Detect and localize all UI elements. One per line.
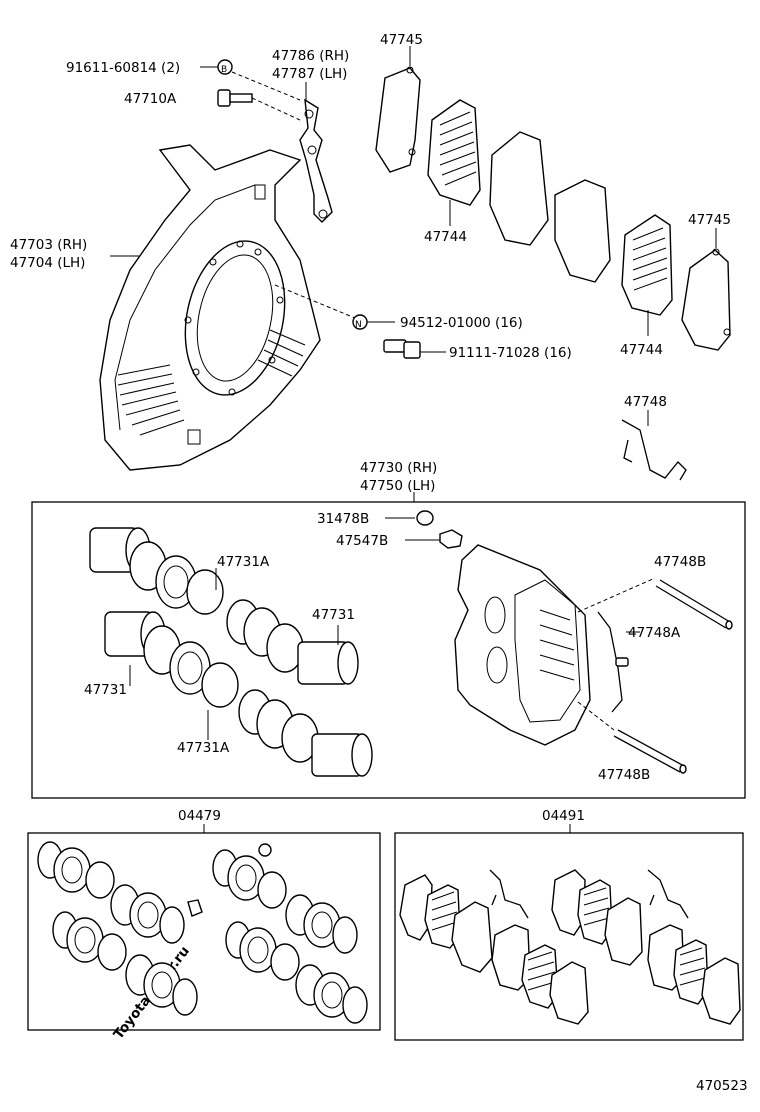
- label-47744-lower: 47744: [620, 342, 663, 358]
- label-94512-01000: 94512-01000 (16): [400, 315, 523, 331]
- pad-kit-box: [394, 832, 744, 1041]
- label-47748: 47748: [624, 394, 667, 410]
- piston-group-middle-right: [226, 599, 359, 685]
- figure-number: 470523: [696, 1078, 748, 1094]
- label-47731a-upper: 47731A: [217, 554, 270, 570]
- dust-cover-plate: [99, 144, 321, 471]
- label-47710a: 47710A: [124, 91, 177, 107]
- caliper-assembly-box: [31, 501, 746, 799]
- label-47730-rh: 47730 (RH): [360, 460, 437, 476]
- brake-pad-left-backing: [489, 131, 549, 246]
- caliper-body: [454, 544, 591, 746]
- label-47787-lh: 47787 (LH): [272, 66, 347, 82]
- dust-cover-vents: [117, 329, 306, 436]
- caliper-pin-lower: [577, 701, 687, 774]
- label-47748b-upper: 47748B: [654, 554, 706, 570]
- anti-squeal-shim-left: [375, 66, 421, 173]
- piston-group-upper: [89, 527, 224, 615]
- label-31478b: 31478B: [317, 511, 369, 527]
- bolt-91111: [383, 339, 446, 359]
- label-b: B: [221, 65, 227, 75]
- brake-pad-right: [621, 214, 673, 316]
- piston-group-lower-right: [238, 689, 373, 777]
- seal-kit-contents: [37, 841, 368, 1024]
- bleeder-plug-47547b: [405, 529, 463, 549]
- brake-pad-right-backing: [554, 179, 611, 283]
- bleeder-cap-31478b: [385, 510, 434, 526]
- caliper-pin-upper: [577, 577, 733, 630]
- pad-spring-47748a: [597, 611, 629, 713]
- label-47731-upper: 47731: [312, 607, 355, 623]
- label-47703-rh: 47703 (RH): [10, 237, 87, 253]
- pad-kit-contents: [399, 869, 741, 1025]
- label-91611-60814: 91611-60814 (2): [66, 60, 180, 76]
- piston-group-lower: [104, 611, 239, 708]
- label-47748b-lower: 47748B: [598, 767, 650, 783]
- label-47704-lh: 47704 (LH): [10, 255, 85, 271]
- anti-squeal-shim-right: [681, 248, 731, 351]
- label-04479: 04479: [178, 808, 221, 824]
- pad-wear-clip: [621, 419, 687, 481]
- label-n: N: [355, 320, 362, 330]
- label-47786-rh: 47786 (RH): [272, 48, 349, 64]
- label-04491: 04491: [542, 808, 585, 824]
- bolt-47710a: [217, 89, 301, 121]
- label-47748a: 47748A: [628, 625, 681, 641]
- brake-pad-left: [427, 99, 481, 206]
- label-47750-lh: 47750 (LH): [360, 478, 435, 494]
- label-47745-right: 47745: [688, 212, 731, 228]
- label-47745-upper: 47745: [380, 32, 423, 48]
- label-91111-71028: 91111-71028 (16): [449, 345, 572, 361]
- label-47731a-lower: 47731A: [177, 740, 230, 756]
- hose-bracket: [299, 98, 333, 223]
- label-47731-lower: 47731: [84, 682, 127, 698]
- label-47547b: 47547B: [336, 533, 388, 549]
- label-47744-upper: 47744: [424, 229, 467, 245]
